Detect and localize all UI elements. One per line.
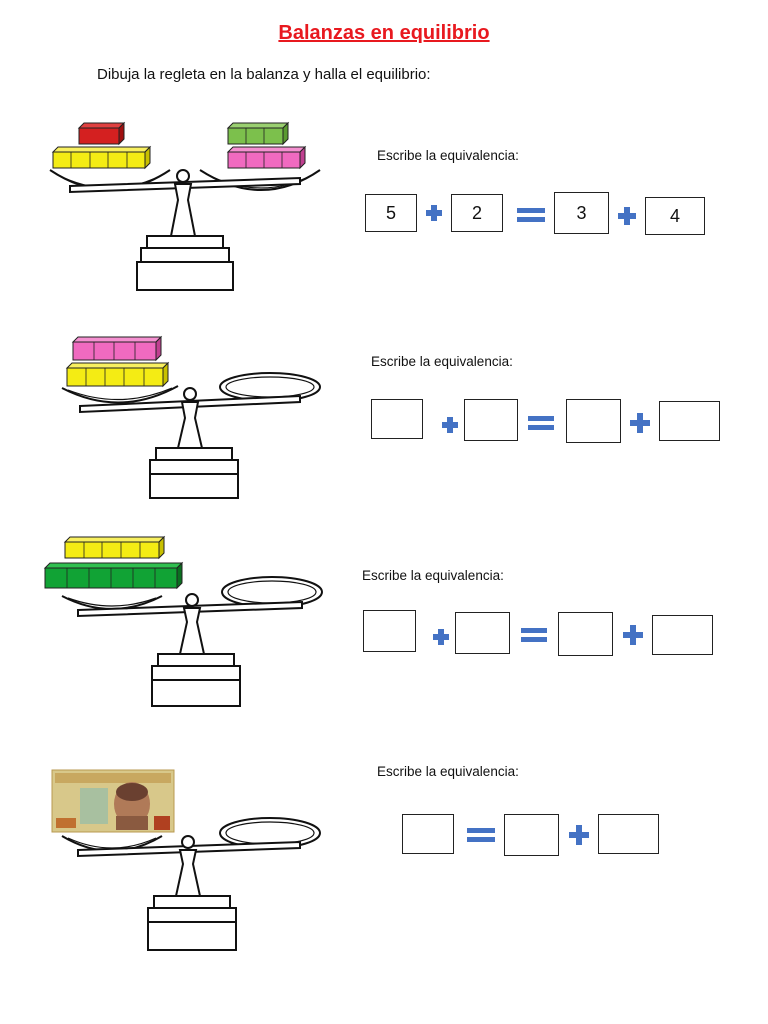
instruction-text: Dibuja la regleta en la balanza y halla … <box>97 66 431 83</box>
balance-scale-3 <box>43 535 323 707</box>
answer-box-1c[interactable]: 3 <box>554 192 609 234</box>
pink-rod <box>226 145 307 170</box>
answer-box-1d[interactable]: 4 <box>645 197 705 235</box>
plus-icon <box>630 413 650 433</box>
answer-box-4a[interactable] <box>402 814 454 854</box>
balance-scale-1 <box>49 121 321 291</box>
answer-box-3b[interactable] <box>455 612 510 654</box>
plus-icon <box>569 825 589 845</box>
answer-box-2a[interactable] <box>371 399 423 439</box>
plus-icon <box>623 625 643 645</box>
plus-icon <box>618 207 636 225</box>
red-rod <box>77 121 126 146</box>
answer-box-1b[interactable]: 2 <box>451 194 503 232</box>
equivalence-label-3: Escribe la equivalencia: <box>362 568 504 583</box>
equals-icon <box>517 208 545 222</box>
plus-icon <box>442 417 458 433</box>
exercise-2: Escribe la equivalencia: <box>0 330 768 510</box>
answer-box-3a[interactable] <box>363 610 416 652</box>
plus-icon <box>433 629 449 645</box>
equals-icon <box>467 828 495 842</box>
answer-box-4b[interactable] <box>504 814 559 856</box>
exercise-1: Escribe la equivalencia: 5 2 3 4 <box>0 120 768 300</box>
answer-box-2b[interactable] <box>464 399 518 441</box>
banknote-image <box>51 769 175 833</box>
exercise-4: Escribe la equivalencia: <box>0 760 768 960</box>
green-rod <box>226 121 290 146</box>
balance-scale-2 <box>61 335 321 499</box>
answer-box-2d[interactable] <box>659 401 720 441</box>
equivalence-label-1: Escribe la equivalencia: <box>377 148 519 163</box>
yellow-rod <box>63 535 166 560</box>
yellow-rod <box>65 361 170 388</box>
exercise-3: Escribe la equivalencia: <box>0 530 768 710</box>
answer-box-2c[interactable] <box>566 399 621 443</box>
answer-box-3c[interactable] <box>558 612 613 656</box>
plus-icon <box>426 205 442 221</box>
equals-icon <box>521 628 547 642</box>
yellow-rod <box>51 145 152 170</box>
answer-box-4c[interactable] <box>598 814 659 854</box>
dark-green-rod <box>43 561 184 590</box>
answer-box-3d[interactable] <box>652 615 713 655</box>
balance-scale-4 <box>51 769 321 951</box>
answer-box-1a[interactable]: 5 <box>365 194 417 232</box>
equivalence-label-2: Escribe la equivalencia: <box>371 354 513 369</box>
pink-rod <box>71 335 163 362</box>
equals-icon <box>528 416 554 430</box>
worksheet-title: Balanzas en equilibrio <box>278 22 490 44</box>
equivalence-label-4: Escribe la equivalencia: <box>377 764 519 779</box>
